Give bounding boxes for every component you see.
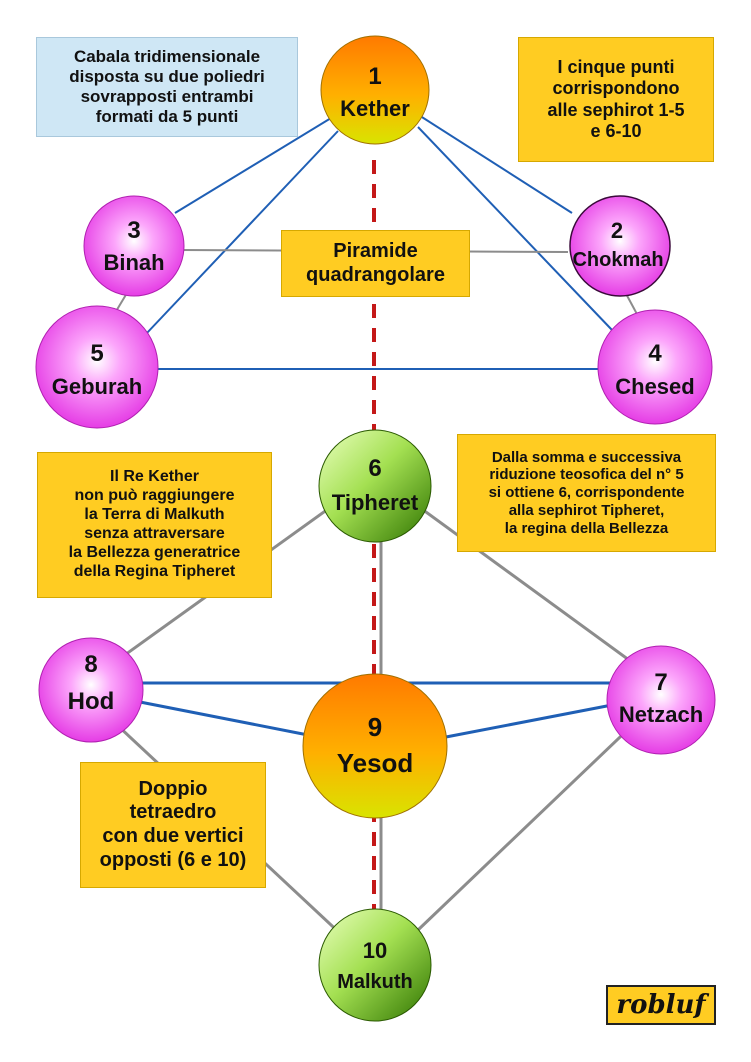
yesod-name: Yesod [337, 748, 414, 778]
chesed-name: Chesed [615, 374, 694, 399]
chokmah-name: Chokmah [572, 249, 663, 271]
sphere-kether [320, 35, 430, 145]
note-tetrahedron: Doppio tetraedro con due vertici opposti… [80, 762, 266, 888]
yesod-number: 9 [368, 712, 382, 742]
note-correspondence: I cinque punti corrispondono alle sephir… [518, 37, 714, 162]
note-structure: Cabala tridimensionale disposta su due p… [36, 37, 298, 137]
edge-kether-chesed [417, 126, 613, 331]
hod-name: Hod [68, 688, 115, 715]
edge-tipheret-netzach [414, 502, 641, 670]
chesed-number: 4 [648, 340, 662, 367]
kether-number: 1 [368, 63, 381, 90]
edge-hod-yesod [139, 700, 309, 737]
edge-netzach-malkuth [416, 716, 642, 932]
netzach-name: Netzach [619, 702, 703, 727]
sphere-yesod [302, 673, 448, 819]
netzach-number: 7 [654, 669, 667, 696]
hod-number: 8 [84, 651, 97, 678]
malkuth-name: Malkuth [337, 971, 413, 993]
binah-number: 3 [127, 217, 140, 244]
sphere-tipheret [318, 429, 432, 543]
geburah-name: Geburah [52, 374, 142, 399]
sphere-binah [83, 195, 185, 297]
chokmah-number: 2 [611, 218, 623, 243]
sphere-geburah [35, 305, 159, 429]
signature-badge: robluf [606, 985, 716, 1025]
edge-yesod-netzach [445, 703, 613, 739]
edge-kether-geburah [145, 130, 339, 335]
note-sum: Dalla somma e successiva riduzione teoso… [457, 434, 716, 552]
note-kether: Il Re Kether non può raggiungere la Terr… [37, 452, 272, 598]
binah-name: Binah [103, 250, 164, 275]
edge-kether-chokmah [413, 111, 573, 214]
sphere-netzach [606, 645, 716, 755]
sphere-hod [38, 637, 144, 743]
sphere-malkuth [318, 908, 432, 1022]
sphere-chokmah [569, 195, 671, 297]
tipheret-name: Tipheret [332, 490, 419, 515]
note-pyramid: Piramide quadrangolare [281, 230, 470, 297]
sphere-chesed [597, 309, 713, 425]
edge-kether-binah [174, 114, 337, 214]
kether-name: Kether [340, 96, 410, 121]
tipheret-number: 6 [368, 455, 381, 482]
geburah-number: 5 [90, 340, 103, 367]
malkuth-number: 10 [363, 938, 387, 963]
